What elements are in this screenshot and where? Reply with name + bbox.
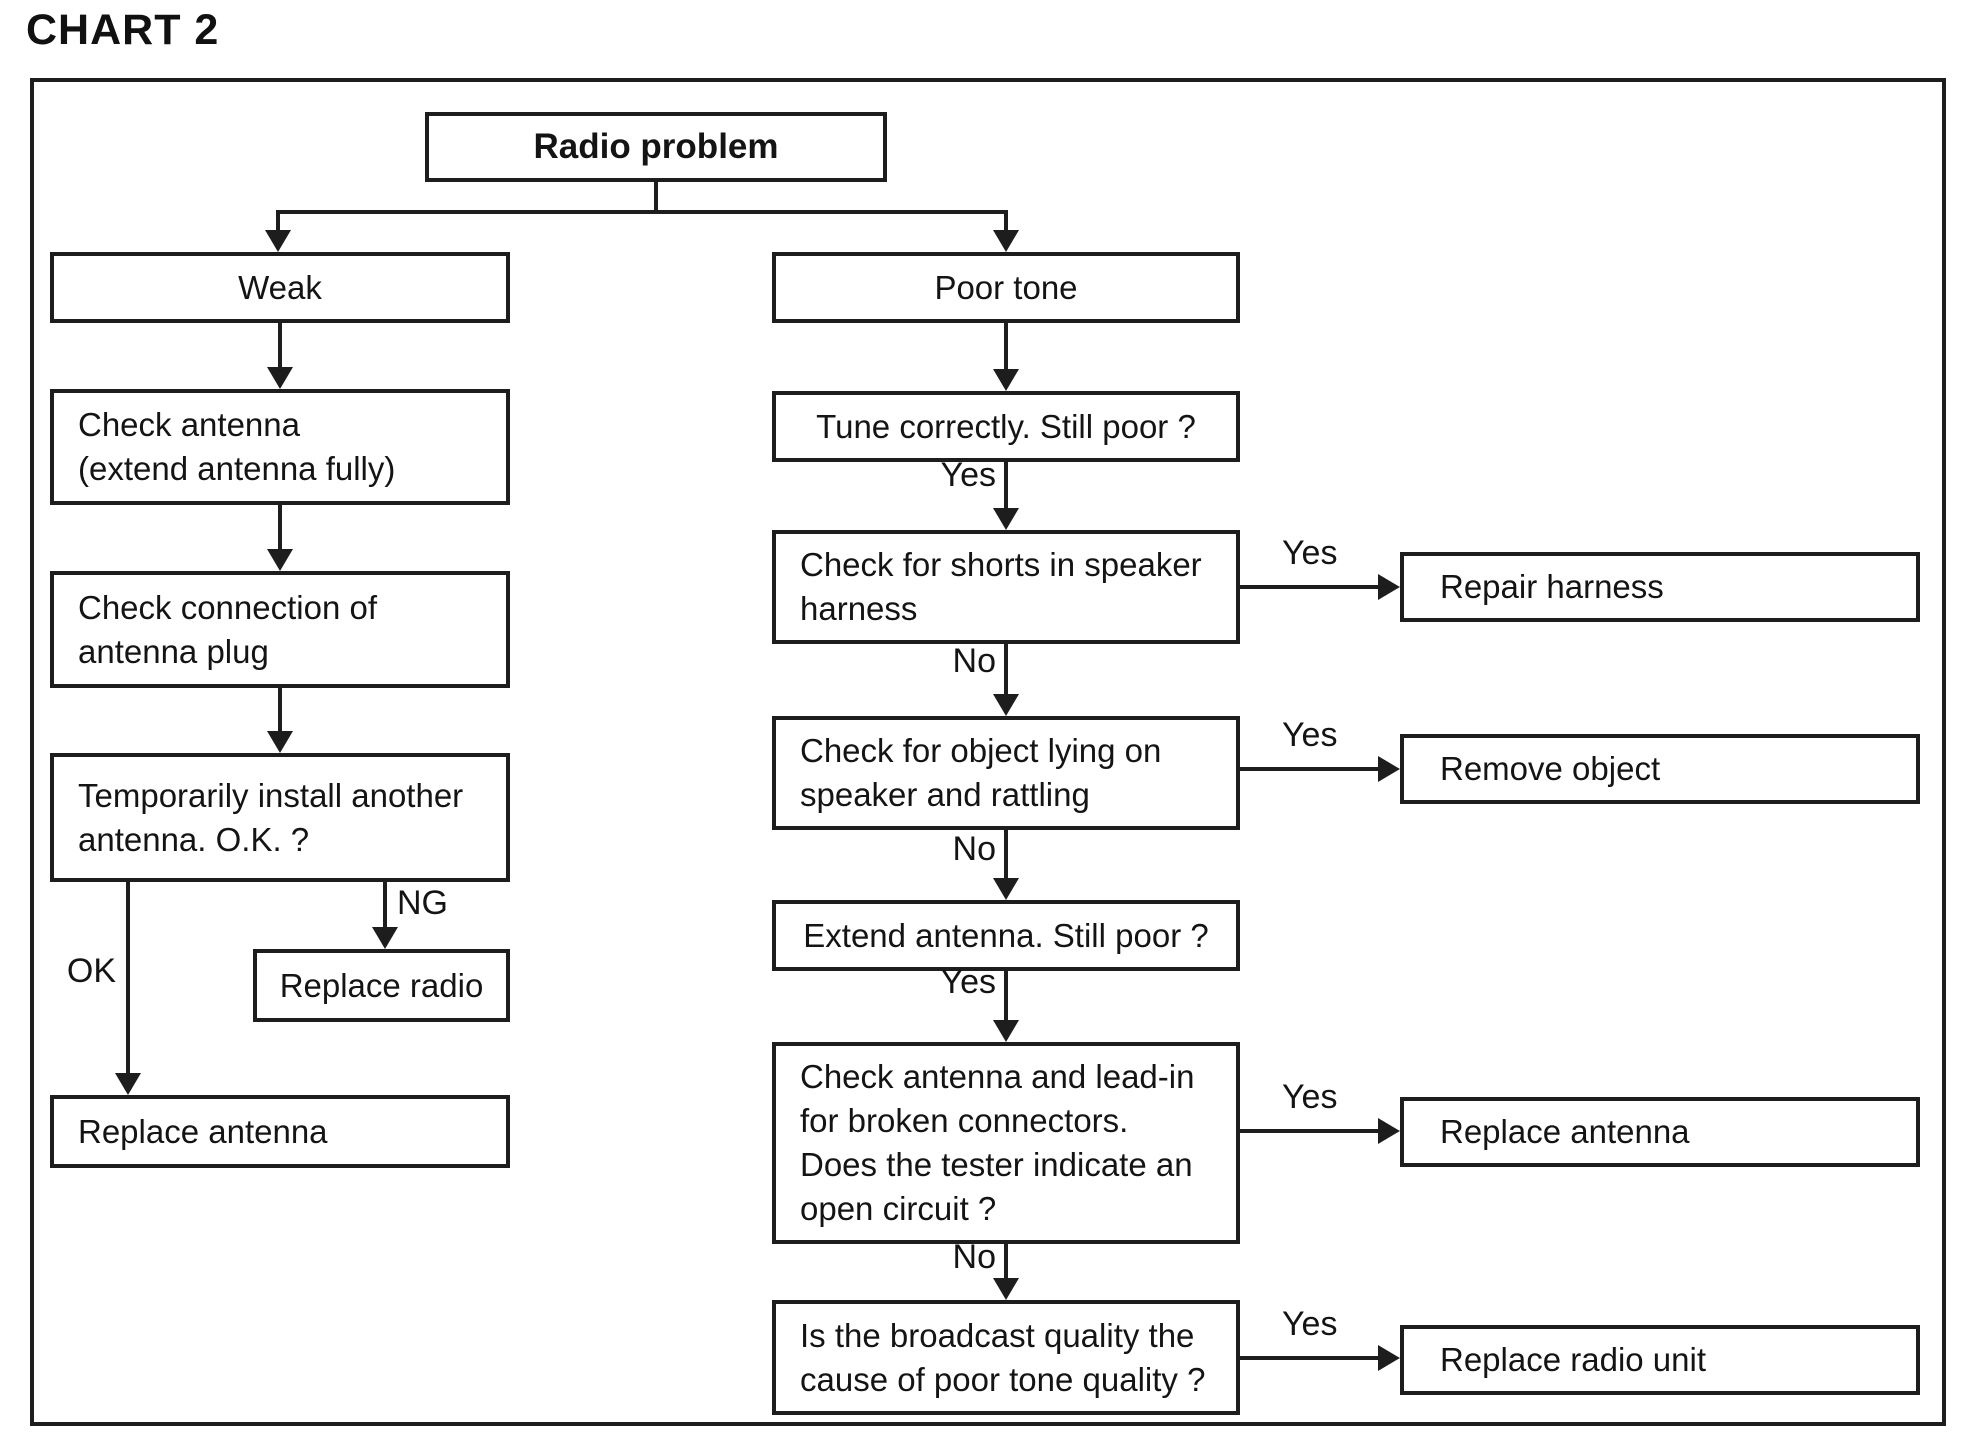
node-extend-antenna: Extend antenna. Still poor ? <box>772 900 1240 971</box>
arrowhead-into-replace-radio <box>372 927 398 949</box>
connector-extend-leadin <box>1004 971 1008 1020</box>
connector-shorts-object <box>1004 644 1008 694</box>
node-check-object: Check for object lying on speaker and ra… <box>772 716 1240 830</box>
node-poor-tone: Poor tone <box>772 252 1240 323</box>
arrowhead-into-temporarily <box>267 731 293 753</box>
connector-object-remove <box>1240 767 1378 771</box>
connector-split-bar <box>276 210 1008 214</box>
arrowhead-into-weak <box>265 230 291 252</box>
arrowhead-into-object <box>993 694 1019 716</box>
node-check-connection: Check connection of antenna plug <box>50 571 510 688</box>
connector-tune-shorts <box>1004 462 1008 508</box>
edge-label-ok: OK <box>66 952 116 990</box>
connector-broadcast-replace-unit <box>1240 1356 1378 1360</box>
node-repair-harness: Repair harness <box>1400 552 1920 622</box>
node-check-shorts: Check for shorts in speaker harness <box>772 530 1240 644</box>
node-replace-antenna-right: Replace antenna <box>1400 1097 1920 1167</box>
node-weak: Weak <box>50 252 510 323</box>
edge-label-no-3: No <box>952 1238 996 1276</box>
arrowhead-into-repair-harness <box>1378 574 1400 600</box>
connector-checkconnection-temporarily <box>278 688 282 731</box>
edge-label-yes-6: Yes <box>1282 1305 1338 1343</box>
connector-drop-weak <box>276 210 280 232</box>
connector-root-stem <box>654 182 658 212</box>
arrowhead-into-poor-tone <box>993 230 1019 252</box>
edge-label-yes-3: Yes <box>1282 534 1338 572</box>
node-check-antenna: Check antenna (extend antenna fully) <box>50 389 510 505</box>
connector-poortone-tune <box>1004 323 1008 369</box>
connector-drop-poor-tone <box>1004 210 1008 232</box>
arrowhead-into-replace-antenna-right <box>1378 1118 1400 1144</box>
edge-label-no-2: No <box>952 830 996 868</box>
connector-ng <box>383 882 387 927</box>
node-radio-problem: Radio problem <box>425 112 887 182</box>
node-is-broadcast: Is the broadcast quality the cause of po… <box>772 1300 1240 1415</box>
arrowhead-into-checkconnection <box>267 549 293 571</box>
connector-checkantenna-checkconnection <box>278 505 282 549</box>
node-check-leadin: Check antenna and lead-in for broken con… <box>772 1042 1240 1244</box>
edge-label-yes-1: Yes <box>940 456 996 494</box>
node-tune-correctly: Tune correctly. Still poor ? <box>772 391 1240 462</box>
connector-ok <box>126 882 130 1073</box>
edge-label-no-1: No <box>952 642 996 680</box>
node-temporarily-install: Temporarily install another antenna. O.K… <box>50 753 510 882</box>
edge-label-ng: NG <box>397 884 448 922</box>
arrowhead-into-broadcast <box>993 1278 1019 1300</box>
arrowhead-into-tune <box>993 369 1019 391</box>
arrowhead-into-leadin <box>993 1020 1019 1042</box>
arrowhead-into-checkantenna <box>267 367 293 389</box>
arrowhead-into-extend <box>993 878 1019 900</box>
node-remove-object: Remove object <box>1400 734 1920 804</box>
edge-label-yes-5: Yes <box>1282 1078 1338 1116</box>
page-title: CHART 2 <box>26 6 220 54</box>
chart-border <box>30 78 1946 1426</box>
connector-weak-checkantenna <box>278 323 282 369</box>
connector-leadin-replace-antenna <box>1240 1129 1378 1133</box>
node-replace-antenna-left: Replace antenna <box>50 1095 510 1168</box>
arrowhead-into-shorts <box>993 508 1019 530</box>
edge-label-yes-4: Yes <box>1282 716 1338 754</box>
arrowhead-into-replace-antenna-left <box>115 1073 141 1095</box>
arrowhead-into-replace-radio-unit <box>1378 1345 1400 1371</box>
node-replace-radio: Replace radio <box>253 949 510 1022</box>
connector-shorts-repair <box>1240 585 1378 589</box>
node-replace-radio-unit: Replace radio unit <box>1400 1325 1920 1395</box>
arrowhead-into-remove-object <box>1378 756 1400 782</box>
connector-leadin-broadcast <box>1004 1244 1008 1278</box>
connector-object-extend <box>1004 830 1008 878</box>
edge-label-yes-2: Yes <box>940 963 996 1001</box>
